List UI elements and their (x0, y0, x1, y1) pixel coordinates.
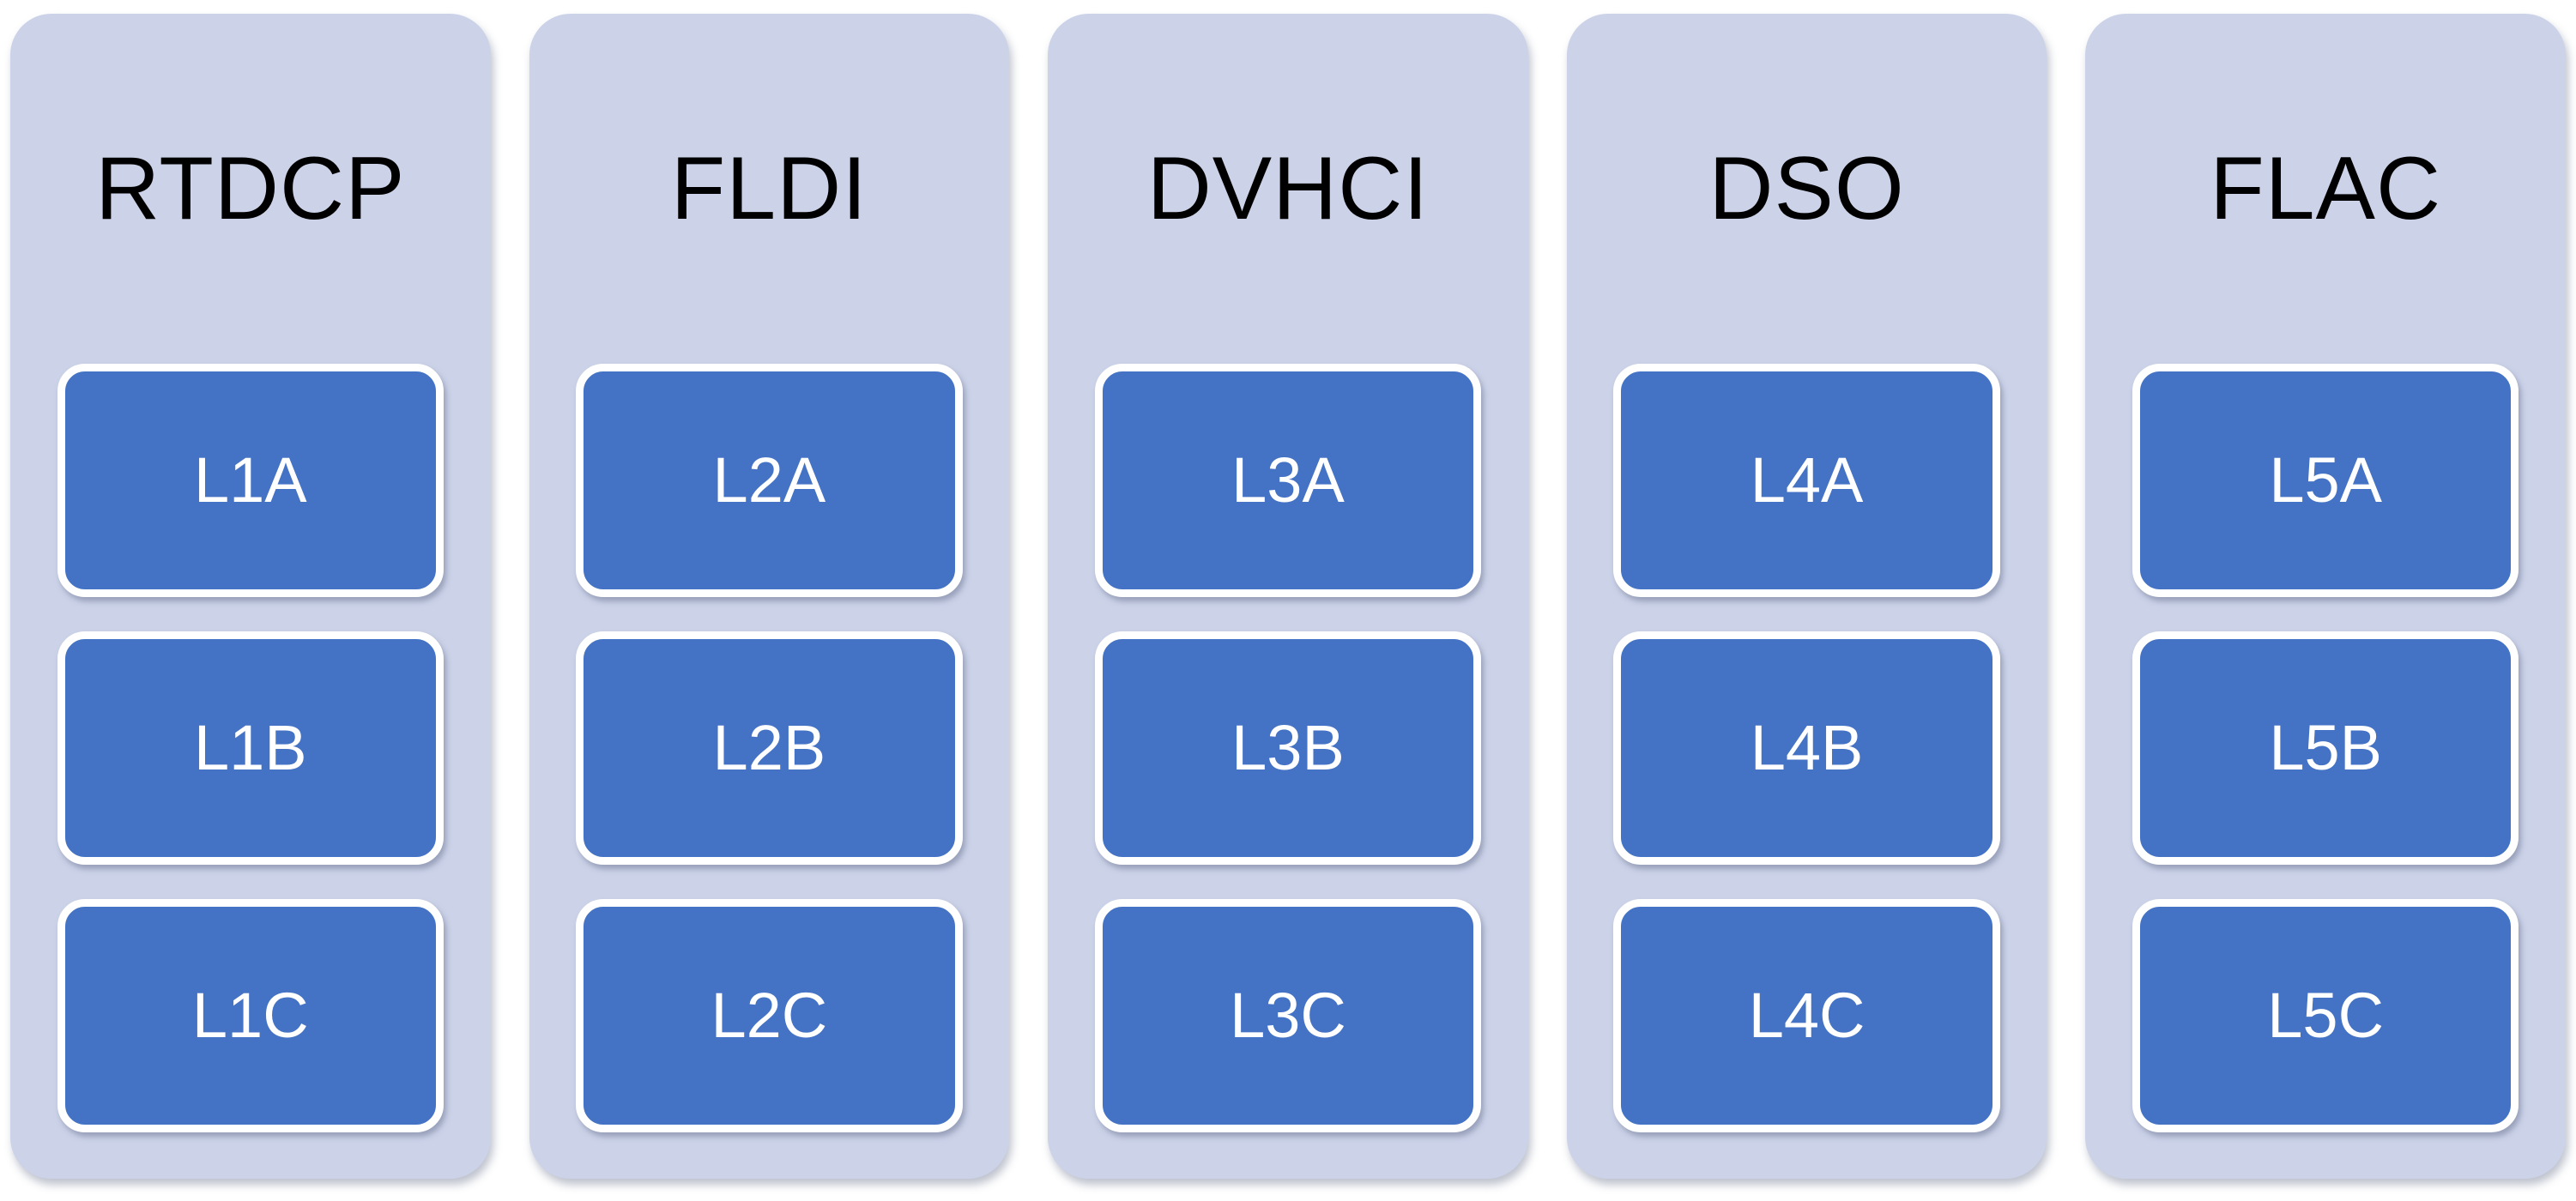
column-flac: FLAC L5A L5B L5C (2085, 14, 2566, 1179)
box-stack: L1A L1B L1C (10, 364, 491, 1132)
box-label: L4C (1748, 980, 1865, 1051)
item-box-l3b: L3B (1094, 631, 1482, 865)
box-label: L1A (193, 444, 307, 516)
box-label: L5C (2267, 980, 2385, 1051)
column-dvhci: DVHCI L3A L3B L3C (1048, 14, 1528, 1179)
box-stack: L2A L2B L2C (529, 364, 1010, 1132)
column-title: RTDCP (95, 139, 406, 238)
column-dso: DSO L4A L4B L4C (1566, 14, 2047, 1179)
item-box-l2b: L2B (576, 631, 963, 865)
item-box-l1c: L1C (57, 899, 444, 1132)
box-label: L5A (2269, 444, 2382, 516)
box-stack: L4A L4B L4C (1567, 364, 2047, 1132)
box-label: L4A (1750, 444, 1864, 516)
column-rtdcp: RTDCP L1A L1B L1C (10, 14, 491, 1179)
column-fldi: FLDI L2A L2B L2C (529, 14, 1010, 1179)
item-box-l3a: L3A (1094, 364, 1482, 597)
item-box-l1a: L1A (57, 364, 444, 597)
column-title: DVHCI (1146, 139, 1430, 238)
item-box-l5a: L5A (2132, 364, 2519, 597)
column-header: RTDCP (10, 14, 491, 364)
box-label: L2B (712, 712, 826, 783)
item-box-l3c: L3C (1094, 899, 1482, 1132)
column-header: DVHCI (1048, 14, 1528, 364)
box-label: L3A (1231, 444, 1345, 516)
box-label: L2C (711, 980, 828, 1051)
item-box-l4a: L4A (1613, 364, 2000, 597)
box-label: L3B (1231, 712, 1345, 783)
box-label: L2A (712, 444, 826, 516)
box-label: L5B (2269, 712, 2382, 783)
column-title: FLDI (670, 139, 868, 238)
item-box-l1b: L1B (57, 631, 444, 865)
box-label: L3C (1230, 980, 1346, 1051)
column-title: DSO (1708, 139, 1905, 238)
box-label: L1B (193, 712, 307, 783)
item-box-l5c: L5C (2132, 899, 2519, 1132)
item-box-l5b: L5B (2132, 631, 2519, 865)
item-box-l4c: L4C (1613, 899, 2000, 1132)
column-header: DSO (1567, 14, 2047, 364)
box-stack: L5A L5B L5C (2085, 364, 2566, 1132)
item-box-l2c: L2C (576, 899, 963, 1132)
box-label: L1C (191, 980, 309, 1051)
column-header: FLDI (529, 14, 1010, 364)
column-title: FLAC (2210, 139, 2442, 238)
item-box-l2a: L2A (576, 364, 963, 597)
item-box-l4b: L4B (1613, 631, 2000, 865)
column-header: FLAC (2085, 14, 2566, 364)
box-label: L4B (1750, 712, 1864, 783)
box-stack: L3A L3B L3C (1048, 364, 1528, 1132)
